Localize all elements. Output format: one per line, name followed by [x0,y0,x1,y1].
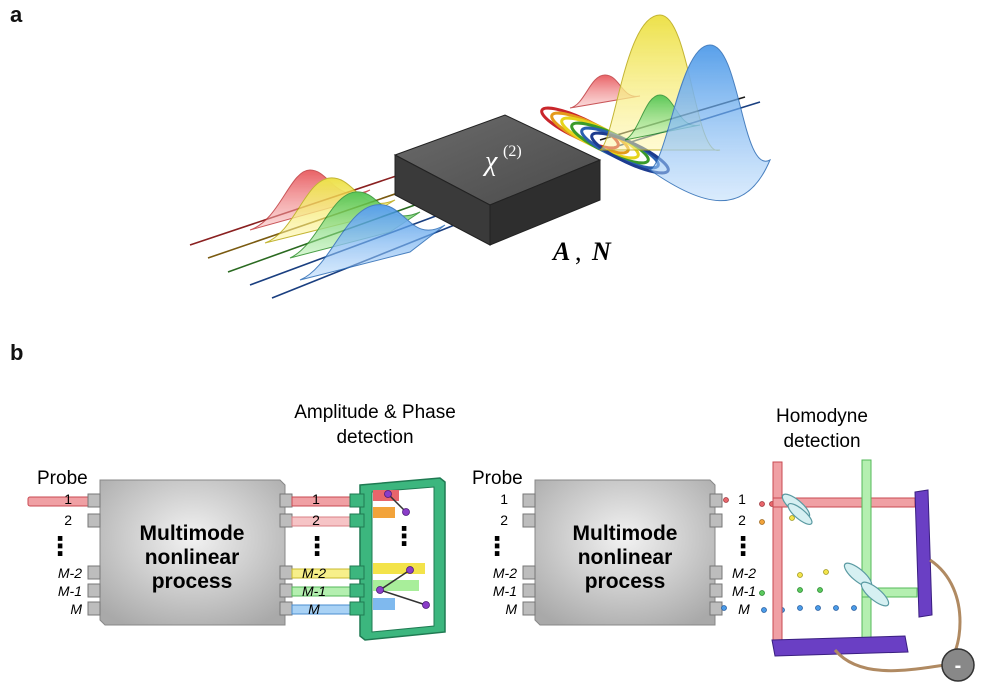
left-output-mode-labels: 1 2 ⋮ M-2 M-1 M [302,491,330,617]
right-title-line2: detection [783,431,860,452]
right-in-mode-2: 2 [500,512,508,528]
left-out-mode-2: 2 [312,512,320,528]
right-in-mode-m: M [505,601,517,617]
left-in-mode-m2: M-2 [58,565,82,581]
input-wave-packets [249,169,446,281]
detector-minus-symbol: - [955,655,962,677]
crystal-label: χ [482,146,498,177]
local-oscillator-green-vertical [861,459,872,641]
right-out-mode-1: 1 [738,491,746,507]
left-box-line2: nonlinear [145,546,240,569]
panel-b-letter: b [10,340,24,365]
homodyne-beams [772,459,918,643]
output-matrix-labels: A , N [551,237,612,266]
detector-dots: ⋮ [391,521,417,551]
label-N: N [591,237,612,266]
panel-b-left: Amplitude & Phase detection Probe Multim… [27,402,456,641]
right-out-mode-m: M [738,601,750,617]
left-out-mode-1: 1 [312,491,320,507]
amplitude-phase-detector: ⋮ [349,477,446,641]
left-out-mode-m: M [308,601,320,617]
right-in-mode-m1: M-1 [493,583,517,599]
subtraction-detector: - [941,648,975,682]
right-out-dots: ⋮ [730,531,756,561]
left-title-line1: Amplitude & Phase [294,402,456,423]
left-out-mode-m1: M-1 [302,583,326,599]
left-in-mode-1: 1 [64,491,72,507]
right-out-mode-2: 2 [738,512,746,528]
left-probe-label: Probe [37,468,88,489]
chi2-crystal: χ (2) [393,114,602,246]
left-in-mode-2: 2 [64,512,72,528]
label-A: A [551,237,570,266]
right-probe-label: Probe [472,468,523,489]
detector-bar-2 [373,507,395,518]
left-box-line1: Multimode [140,522,245,545]
right-in-mode-m2: M-2 [493,565,517,581]
panel-b-right: Homodyne detection Probe Multimode nonli… [472,406,975,682]
local-oscillator-green-horizontal [861,587,918,598]
panel-a-letter: a [10,2,23,27]
right-input-mode-labels: 1 2 ⋮ M-2 M-1 M [484,491,517,617]
left-input-mode-labels: 1 2 ⋮ M-2 M-1 M [47,491,82,617]
right-output-mode-labels: 1 2 ⋮ M-2 M-1 M [730,491,756,617]
right-title-line1: Homodyne [776,406,868,427]
right-in-mode-1: 1 [500,491,508,507]
left-out-dots: ⋮ [304,531,330,561]
output-wave-blue [649,44,771,202]
left-out-mode-m2: M-2 [302,565,326,581]
right-in-dots: ⋮ [484,531,510,561]
beam-splitters [781,493,890,607]
input-wave-blue [299,204,446,281]
left-in-dots: ⋮ [47,531,73,561]
homodyne-detector-rails [771,489,933,657]
left-in-mode-m: M [70,601,82,617]
detector-bar-m [373,598,395,610]
left-in-mode-m1: M-1 [58,583,82,599]
right-box-line2: nonlinear [578,546,673,569]
detector-bar-m1 [373,580,419,591]
left-process-box: Multimode nonlinear process [87,479,293,626]
right-out-mode-m2: M-2 [732,565,756,581]
label-separator: , [575,237,582,266]
crystal-superscript: (2) [503,143,522,160]
input-wave-yellow [264,177,396,244]
output-wave-packets [569,14,771,202]
right-box-line1: Multimode [573,522,678,545]
panel-a-diagram: χ (2) A , N [189,14,771,299]
right-process-box: Multimode nonlinear process [522,479,723,626]
detector-bar-m2 [373,563,425,574]
left-box-line3: process [152,570,233,593]
local-oscillator-red-vertical [772,461,783,643]
right-box-line3: process [585,570,666,593]
right-out-mode-m1: M-1 [732,583,756,599]
left-title-line2: detection [336,427,413,448]
